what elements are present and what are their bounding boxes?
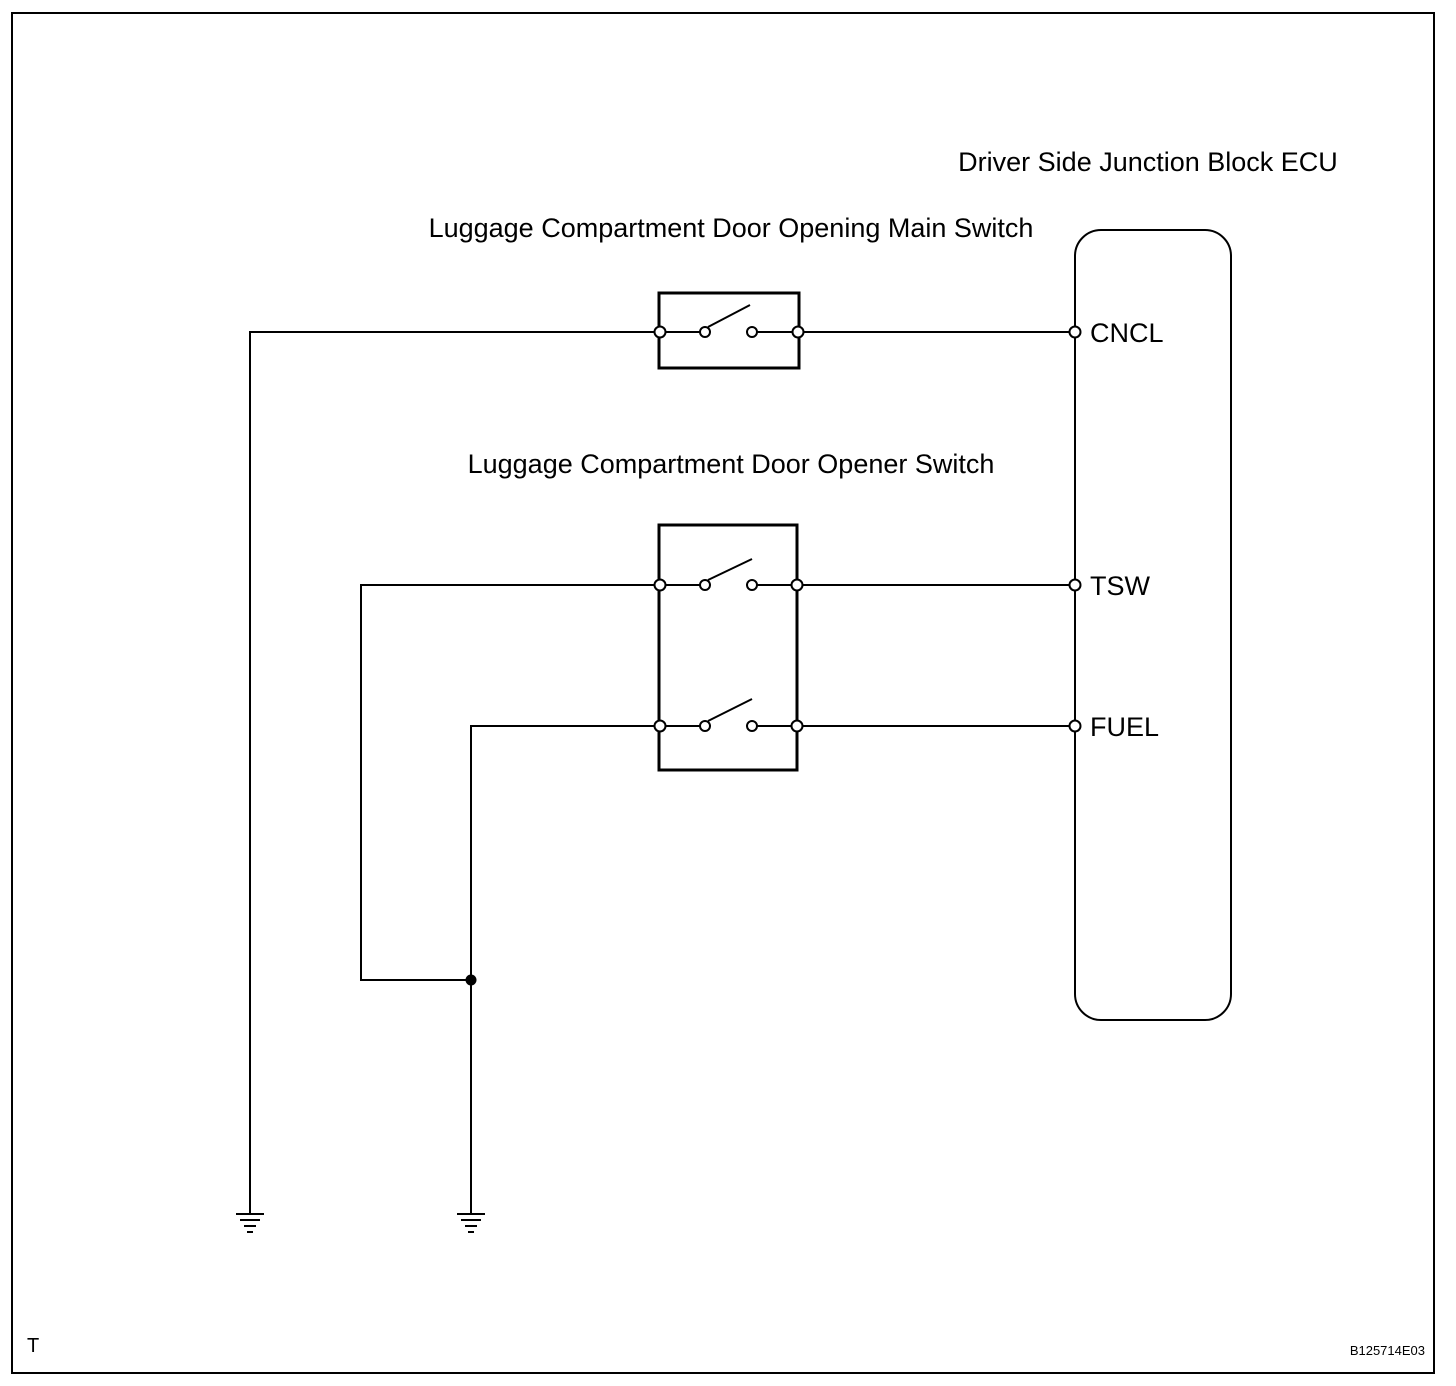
- ground-symbol-right: [457, 1213, 485, 1233]
- main-switch-terminal-right: [791, 325, 805, 339]
- opener-switch-terminal-tsw-left: [653, 578, 667, 592]
- opener-switch-terminal-fuel-right: [790, 719, 804, 733]
- ecu-pin-cncl-label: CNCL: [1090, 318, 1164, 348]
- main-switch-box: [657, 291, 801, 370]
- ecu-title: Driver Side Junction Block ECU: [958, 147, 1338, 177]
- splice-junction: [465, 974, 477, 986]
- ground-symbol-left: [236, 1213, 264, 1233]
- opener-switch-title: Luggage Compartment Door Opener Switch: [468, 449, 995, 479]
- opener-switch-terminal-fuel-left: [653, 719, 667, 733]
- ecu-terminal-cncl: [1068, 325, 1082, 339]
- opener-switch-contact-fuel: [660, 698, 797, 732]
- ecu-terminal-tsw: [1068, 578, 1082, 592]
- opener-switch-terminal-tsw-right: [790, 578, 804, 592]
- ecu-pin-tsw-label: TSW: [1090, 571, 1151, 601]
- opener-switch-contact-tsw: [660, 558, 797, 591]
- wire-tsw-ground: [360, 584, 654, 981]
- wire-fuel-ground: [470, 725, 654, 1213]
- corner-mark: T: [27, 1335, 39, 1357]
- main-switch-terminal-left: [653, 325, 667, 339]
- main-switch-title: Luggage Compartment Door Opening Main Sw…: [429, 213, 1034, 243]
- wire-cncl-ground: [249, 331, 654, 1213]
- ecu-terminal-fuel: [1068, 719, 1082, 733]
- diagram-frame: [11, 12, 1435, 1374]
- main-switch-contact: [660, 304, 798, 338]
- figure-id: B125714E03: [1350, 1343, 1425, 1358]
- opener-switch-box: [657, 523, 799, 772]
- ecu-pin-fuel-label: FUEL: [1090, 712, 1159, 742]
- ecu-block: [1074, 229, 1232, 1021]
